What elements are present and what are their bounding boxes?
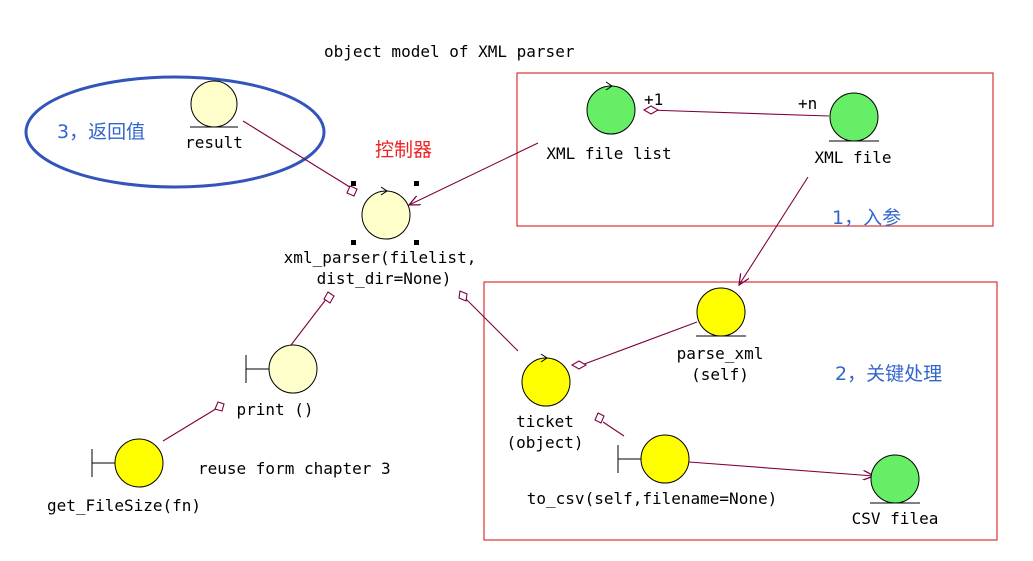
boundary-icon [268, 344, 318, 394]
diamond-icon [594, 412, 605, 424]
parser-print-line [290, 297, 328, 346]
entity-icon [829, 92, 879, 142]
svg-text:print (): print () [236, 400, 313, 419]
entity-icon [190, 80, 238, 128]
result-to-parser-line [242, 120, 354, 190]
control-icon [586, 85, 636, 135]
input-params-note: 1，入参 [832, 207, 901, 229]
multiplicity-file: +n [798, 94, 817, 113]
xml-file-list-control[interactable]: XML file list [546, 81, 672, 163]
entity-icon [696, 287, 746, 337]
svg-text:(self): (self) [691, 365, 749, 384]
entity-icon [870, 454, 920, 504]
associations [162, 109, 874, 476]
control-icon [521, 357, 571, 407]
svg-text:get_FileSize(fn): get_FileSize(fn) [47, 496, 201, 515]
controller-note: 控制器 [375, 139, 432, 161]
key-processing-note: 2，关键处理 [835, 363, 942, 385]
svg-text:result: result [185, 133, 243, 152]
control-icon [361, 190, 411, 240]
diamond-icon [570, 360, 588, 370]
svg-text:XML file list: XML file list [546, 144, 671, 163]
ticket-control[interactable]: ticket (object) [506, 353, 584, 452]
svg-text:dist_dir=None): dist_dir=None) [317, 269, 452, 288]
diamond-icon [458, 290, 468, 302]
diamond-icon [214, 401, 225, 412]
diagram-title: object model of XML parser [324, 42, 575, 61]
diamond-icon [323, 291, 335, 304]
print-filesize-line [162, 406, 220, 442]
tocsv-csv-arrow [688, 461, 874, 476]
reuse-note: reuse form chapter 3 [198, 459, 391, 478]
svg-text:parse_xml: parse_xml [677, 344, 764, 363]
parse-ticket-line [578, 321, 698, 367]
xml-file-entity[interactable]: XML file [814, 92, 892, 167]
boundary-icon [640, 434, 690, 484]
input-frame [516, 72, 994, 227]
filelist-to-parser-arrow [409, 142, 539, 205]
return-value-note: 3，返回值 [57, 121, 145, 143]
diamond-icon [642, 105, 660, 115]
svg-text:to_csv(self,filename=None): to_csv(self,filename=None) [527, 489, 777, 508]
file-to-parse-arrow [739, 176, 809, 285]
svg-text:XML file: XML file [814, 148, 891, 167]
get-filesize-boundary[interactable]: get_FileSize(fn) [47, 438, 201, 515]
parse-xml-entity[interactable]: parse_xml (self) [677, 287, 764, 384]
selection-handles [351, 181, 419, 245]
result-entity[interactable]: result [185, 80, 243, 152]
diamond-icon [346, 185, 358, 197]
aggregation-diamonds [214, 105, 660, 424]
ticket-tocsv-line [602, 421, 625, 437]
boundary-icon [114, 438, 164, 488]
csv-file-entity[interactable]: CSV filea [852, 454, 939, 528]
return-value-ellipse [24, 75, 326, 189]
parser-ticket-line [463, 296, 519, 352]
filelist-file-line [647, 109, 830, 117]
svg-text:ticket: ticket [516, 412, 574, 431]
svg-text:xml_parser(filelist,: xml_parser(filelist, [284, 248, 477, 267]
multiplicity-file-list: +1 [644, 90, 663, 109]
svg-text:CSV filea: CSV filea [852, 509, 939, 528]
xml-parser-control[interactable]: xml_parser(filelist, dist_dir=None) [284, 186, 477, 288]
to-csv-boundary[interactable]: to_csv(self,filename=None) [527, 434, 777, 508]
print-boundary[interactable]: print () [236, 344, 318, 419]
svg-text:(object): (object) [506, 433, 583, 452]
